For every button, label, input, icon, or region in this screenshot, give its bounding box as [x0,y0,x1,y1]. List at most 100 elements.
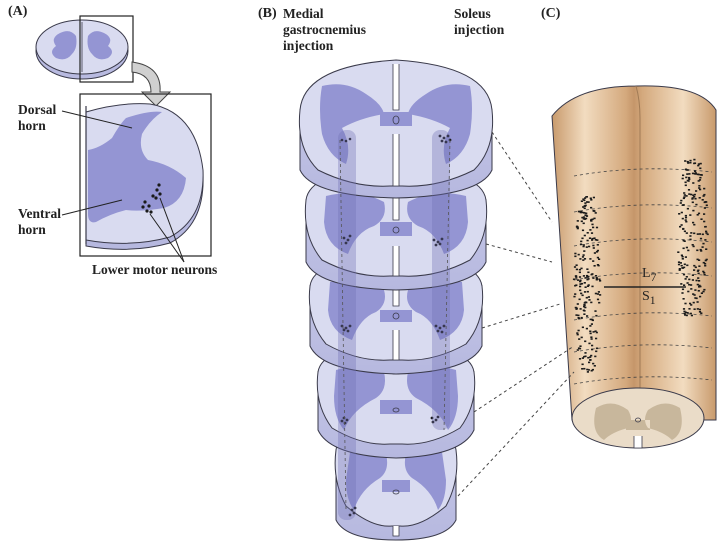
neuron-mark [682,289,684,291]
neuron-mark [692,293,694,295]
neuron-mark [694,289,696,291]
neuron-mark [582,357,584,359]
neuron-mark [694,198,696,200]
neuron-mark [584,352,586,354]
neuron-mark [703,289,705,291]
neuron-mark [579,276,581,278]
neuron-mark [702,246,704,248]
neuron-mark [707,234,709,236]
neuron-mark [594,356,596,358]
neuron-mark [593,237,595,239]
neuron-mark [698,290,700,292]
neuron-mark [688,173,690,175]
neuron-mark [704,239,706,241]
neuron-mark [678,261,680,263]
neuron-mark [578,254,580,256]
neuron-mark [591,345,593,347]
neuron-mark [582,206,584,208]
soleus-label-line2: injection [454,22,504,37]
neuron-mark [595,212,597,214]
neuron-mark [695,172,697,174]
neuron-mark [678,264,680,266]
neuron-mark [576,264,578,266]
neuron-mark [694,170,696,172]
neuron-mark [575,284,577,286]
neuron-mark [693,159,695,161]
neuron-mark [596,348,598,350]
neuron-mark [703,188,705,190]
curved-arrow-icon [132,62,170,106]
neuron-mark [705,231,707,233]
neuron-mark [705,248,707,250]
neuron-mark [687,291,689,293]
neuron-mark [679,268,681,270]
neuron-mark [693,233,695,235]
neuron-mark [686,247,688,249]
neuron-mark [580,241,582,243]
neuron-mark [694,308,696,310]
neuron-mark [588,369,590,371]
neuron-mark [595,275,597,277]
neuron-mark [690,313,692,315]
neuron-mark [681,255,683,257]
neuron-mark [598,258,600,260]
neuron-mark [703,262,705,264]
neuron-mark [583,246,585,248]
neuron-mark [587,240,589,242]
neuron-mark [690,232,692,234]
neuron-mark [594,252,596,254]
neuron-mark [689,239,691,241]
neuron-mark [692,173,694,175]
neuron-mark [583,223,585,225]
neuron-mark [692,182,694,184]
neuron-mark [692,279,694,281]
neuron-mark [588,343,590,345]
neuron-mark [695,190,697,192]
neuron-mark [680,283,682,285]
neuron-mark [701,292,703,294]
neuron-mark [678,213,680,215]
neuron-mark [694,297,696,299]
neuron-mark [586,268,588,270]
neuron-mark [705,201,707,203]
neuron-mark [583,310,585,312]
neuron-mark [684,314,686,316]
medial-gastrocnemius-label-line1: Medial [283,6,324,21]
neuron-mark [681,292,683,294]
neuron-mark [687,169,689,171]
neuron-mark [699,197,701,199]
neuron-mark [585,302,587,304]
neuron-mark [697,308,699,310]
neuron-mark [580,268,582,270]
neuron-mark [688,193,690,195]
neuron-mark [681,224,683,226]
segment-s1-number: 1 [650,294,656,307]
neuron-mark [702,243,704,245]
panel-b [299,60,492,540]
neuron-mark [677,251,679,253]
neuron-mark [680,262,682,264]
neuron-mark [684,160,686,162]
neuron-mark [590,355,592,357]
neuron-mark [703,195,705,197]
neuron-mark [597,250,599,252]
neuron-mark [587,232,589,234]
neuron-mark [591,239,593,241]
neuron-mark [581,283,583,285]
neuron-mark [692,210,694,212]
neuron-mark [583,218,585,220]
neuron-mark [578,318,580,320]
neuron-mark [684,264,686,266]
neuron-mark [680,202,682,204]
neuron-mark [687,282,689,284]
cord-slice-1 [299,60,492,198]
neuron-mark [589,258,591,260]
neuron-mark [588,296,590,298]
neuron-mark [687,208,689,210]
neuron-mark [703,213,705,215]
neuron-mark [692,195,694,197]
neuron-mark [595,330,597,332]
enlarged-hemisection [86,104,203,250]
neuron-mark [579,299,581,301]
neuron-mark [591,323,593,325]
